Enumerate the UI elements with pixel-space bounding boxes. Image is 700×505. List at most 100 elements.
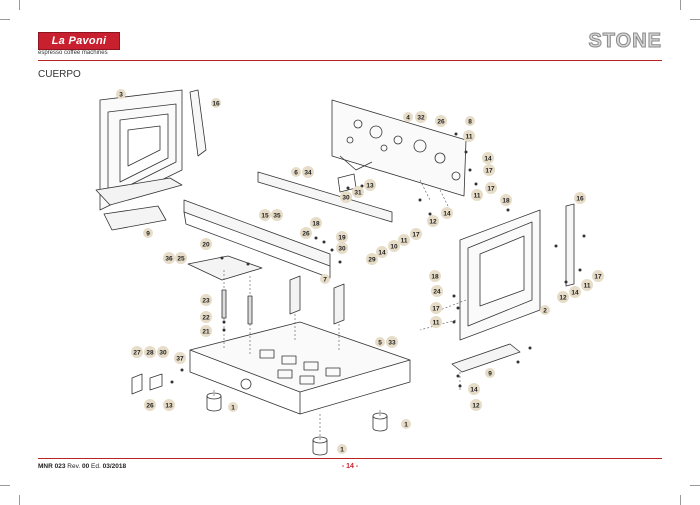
edition-value: 03/2018 — [102, 463, 127, 470]
callout-14: 14 — [468, 383, 480, 395]
svg-text:36: 36 — [165, 256, 173, 263]
svg-text:10: 10 — [390, 244, 398, 251]
page-number: - 14 - — [341, 463, 359, 470]
callout-32: 32 — [415, 111, 427, 123]
base-plate-left — [103, 205, 167, 231]
svg-text:33: 33 — [388, 340, 396, 347]
callout-12: 12 — [557, 291, 569, 303]
svg-text:25: 25 — [177, 256, 185, 263]
svg-text:16: 16 — [212, 101, 220, 108]
svg-text:14: 14 — [571, 290, 579, 297]
callout-35: 35 — [271, 209, 283, 221]
callout-33: 33 — [386, 336, 398, 348]
callout-26: 26 — [300, 227, 312, 239]
callout-17: 17 — [485, 182, 497, 194]
foot — [312, 436, 328, 456]
svg-text:2: 2 — [543, 308, 547, 315]
svg-text:19: 19 — [338, 235, 346, 242]
svg-text:29: 29 — [368, 257, 376, 264]
crop-mark — [19, 495, 20, 505]
crop-mark — [680, 495, 681, 505]
foot — [206, 392, 222, 412]
footer-divider — [38, 458, 662, 459]
callout-26: 26 — [435, 115, 447, 127]
document-code: MNR 023 — [38, 463, 66, 470]
svg-text:1: 1 — [231, 405, 235, 412]
svg-text:18: 18 — [502, 198, 510, 205]
svg-text:8: 8 — [468, 119, 472, 126]
svg-text:17: 17 — [487, 186, 495, 193]
svg-text:17: 17 — [432, 306, 440, 313]
left-side-panel — [95, 89, 183, 211]
base-frame — [189, 321, 411, 415]
svg-text:4: 4 — [406, 115, 410, 122]
svg-text:34: 34 — [304, 170, 312, 177]
callout-29: 29 — [366, 253, 378, 265]
callout-14: 14 — [482, 152, 494, 164]
crop-mark — [0, 19, 10, 20]
document-info: MNR 023 Rev. 00 Ed. 03/2018 — [38, 463, 126, 470]
callout-9: 9 — [143, 228, 153, 238]
callout-16: 16 — [574, 192, 586, 204]
svg-text:32: 32 — [417, 115, 425, 122]
svg-text:18: 18 — [312, 221, 320, 228]
svg-text:30: 30 — [342, 195, 350, 202]
base-plate-right — [451, 343, 521, 373]
callout-3: 3 — [116, 89, 126, 99]
revision-value: 00 — [81, 463, 90, 470]
svg-text:31: 31 — [354, 190, 362, 197]
callout-23: 23 — [200, 294, 212, 306]
svg-text:11: 11 — [474, 193, 481, 200]
callout-11: 11 — [398, 234, 410, 246]
svg-text:26: 26 — [302, 231, 310, 238]
callout-11: 11 — [581, 279, 593, 291]
callout-18: 18 — [500, 194, 512, 206]
edition-label: Ed. — [91, 463, 101, 470]
standoff-right — [247, 295, 253, 325]
callout-17: 17 — [410, 228, 422, 240]
svg-text:17: 17 — [594, 274, 602, 281]
callout-7: 7 — [320, 274, 330, 284]
svg-text:7: 7 — [323, 277, 327, 284]
callout-10: 10 — [388, 240, 400, 252]
callout-17: 17 — [592, 270, 604, 282]
callout-1: 1 — [337, 444, 347, 454]
svg-text:11: 11 — [401, 238, 408, 245]
brand-logo: La Pavoni — [38, 32, 120, 50]
svg-text:17: 17 — [412, 232, 420, 239]
callout-24: 24 — [431, 285, 443, 297]
svg-text:21: 21 — [202, 329, 210, 336]
svg-text:5: 5 — [378, 340, 382, 347]
callout-27: 27 — [131, 346, 143, 358]
rear-panel — [331, 99, 467, 197]
crop-mark — [19, 0, 20, 10]
callout-17: 17 — [483, 164, 495, 176]
svg-text:35: 35 — [273, 213, 281, 220]
callout-17: 17 — [430, 302, 442, 314]
svg-text:37: 37 — [176, 356, 184, 363]
callout-13: 13 — [163, 399, 175, 411]
callout-30: 30 — [340, 191, 352, 203]
callout-16: 16 — [211, 98, 221, 108]
callout-34: 34 — [302, 166, 314, 178]
hardware-parts — [170, 132, 586, 388]
svg-text:28: 28 — [146, 350, 154, 357]
callout-21: 21 — [200, 325, 212, 337]
product-name: STONE — [588, 30, 662, 53]
callout-2: 2 — [540, 305, 550, 315]
small-bracket-right — [149, 373, 163, 391]
svg-text:14: 14 — [378, 250, 386, 257]
callout-12: 12 — [470, 399, 482, 411]
svg-text:1: 1 — [340, 447, 344, 454]
callout-20: 20 — [200, 238, 212, 250]
logo-tagline: espresso coffee machines — [38, 50, 108, 56]
foot — [372, 412, 388, 432]
callout-1: 1 — [228, 402, 238, 412]
callout-18: 18 — [429, 270, 441, 282]
svg-text:20: 20 — [202, 242, 210, 249]
support-plate — [187, 255, 263, 281]
svg-text:14: 14 — [443, 211, 451, 218]
callout-19: 19 — [336, 231, 348, 243]
callout-31: 31 — [352, 186, 364, 198]
callout-5: 5 — [375, 337, 385, 347]
